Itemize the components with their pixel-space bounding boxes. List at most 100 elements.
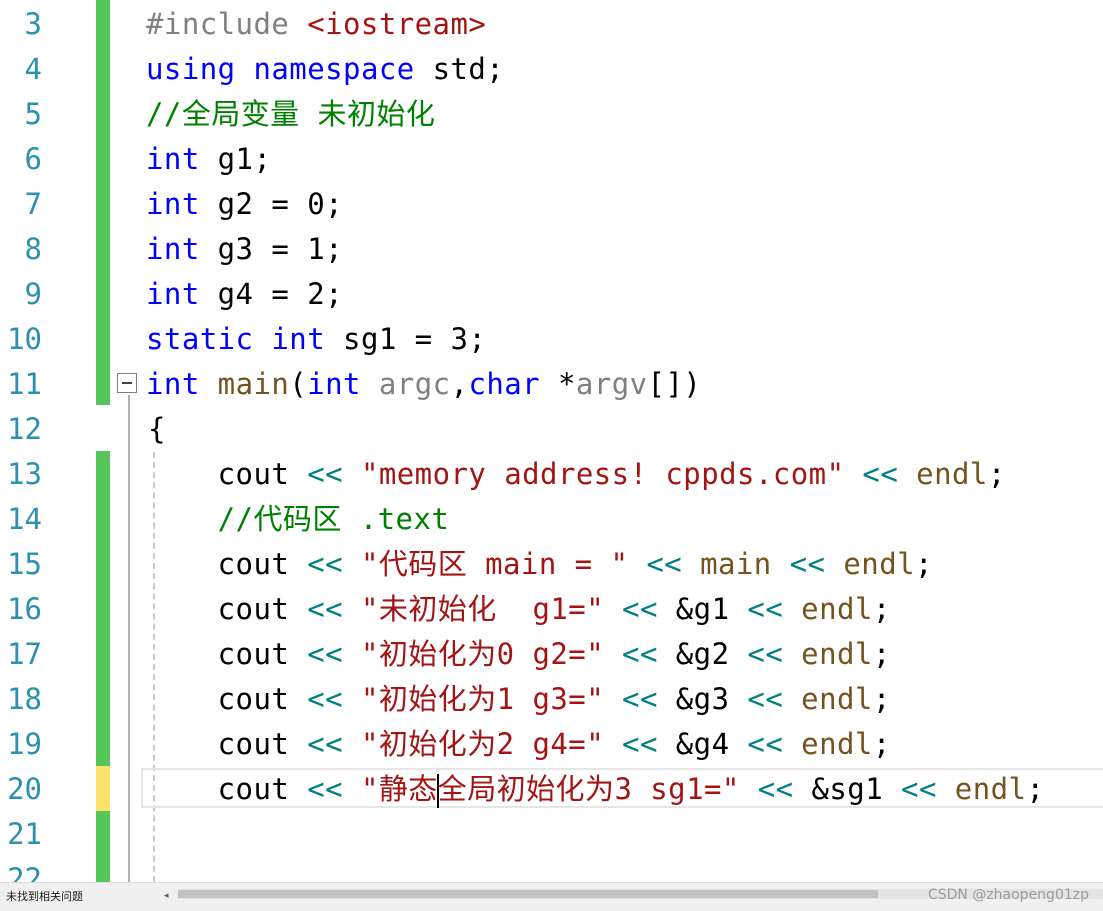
space-token: [343, 727, 361, 761]
keyword-token: char: [468, 367, 541, 401]
operator-token: <<: [307, 637, 344, 671]
comment-token: //全局变量 未初始化: [146, 97, 436, 131]
change-marker-saved: [96, 451, 110, 766]
identifier-token: cout: [146, 547, 308, 581]
line-number: 17: [7, 637, 42, 671]
header-name-token: <iostream>: [307, 7, 487, 41]
keyword-token: int: [146, 187, 200, 221]
identifier-token: g2 = 0;: [199, 187, 344, 221]
code-line-g4[interactable]: int g4 = 2;: [146, 272, 343, 317]
function-name-token: endl: [801, 727, 873, 761]
keyword-token: int: [146, 367, 200, 401]
code-line-g2[interactable]: int g2 = 0;: [146, 182, 343, 227]
identifier-token: cout: [146, 682, 308, 716]
keyword-token: static: [146, 322, 254, 356]
preprocessor-token: #include: [146, 7, 308, 41]
semicolon-token: ;: [872, 592, 891, 626]
line-number: 7: [24, 187, 42, 221]
horizontal-scrollbar-thumb[interactable]: [178, 890, 878, 898]
space-token: [236, 52, 254, 86]
code-line-using[interactable]: using namespace std;: [146, 47, 504, 92]
collapse-toggle-icon[interactable]: [117, 373, 137, 393]
code-line-main[interactable]: int main(int argc,char *argv[]): [146, 362, 701, 407]
code-line-cout-sg1[interactable]: cout << "静态全局初始化为3 sg1=" << &sg1 << endl…: [146, 767, 1044, 812]
line-number: 8: [24, 232, 42, 266]
space-token: [825, 547, 843, 581]
space-token: [343, 682, 361, 716]
string-token: "代码区 main = ": [360, 547, 629, 581]
code-line-cout-g3[interactable]: cout << "初始化为1 g3=" << &g3 << endl;: [146, 677, 891, 722]
keyword-token: int: [307, 367, 361, 401]
operator-token: <<: [622, 682, 658, 716]
parameter-token: argc: [378, 367, 451, 401]
code-line-comment[interactable]: //全局变量 未初始化: [146, 92, 435, 137]
code-line-cout-g2[interactable]: cout << "初始化为0 g2=" << &g2 << endl;: [146, 632, 891, 677]
space-token: [343, 457, 361, 491]
identifier-token: cout: [146, 637, 308, 671]
code-line-cout-memory[interactable]: cout << "memory address! cppds.com" << e…: [146, 452, 1006, 497]
identifier-token: sg1 = 3;: [325, 322, 487, 356]
operator-token: <<: [307, 457, 344, 491]
operator-token: <<: [901, 772, 937, 806]
keyword-token: int: [146, 142, 200, 176]
identifier-token: g1;: [199, 142, 272, 176]
space-token: [200, 367, 218, 401]
code-line-g3[interactable]: int g3 = 1;: [146, 227, 343, 272]
operator-token: <<: [646, 547, 683, 581]
space-token: [682, 547, 700, 581]
string-token: "静态: [360, 772, 438, 806]
operator-token: <<: [862, 457, 899, 491]
code-line-comment-text[interactable]: //代码区 .text: [146, 497, 449, 542]
identifier-token: &g1: [657, 592, 748, 626]
code-line-open-brace[interactable]: {: [148, 407, 166, 452]
code-editor[interactable]: 3 4 5 6 7 8 9 10 11 12 13 14 15 16 17 18…: [0, 0, 1103, 882]
space-token: [361, 367, 379, 401]
space-token: [783, 592, 801, 626]
semicolon-token: ;: [915, 547, 933, 581]
status-bar: 未找到相关问题 ◂ CSDN @zhaopeng01zp: [0, 882, 1103, 911]
operator-token: <<: [622, 592, 658, 626]
space-token: [604, 592, 622, 626]
string-token: "初始化为1 g3=": [360, 682, 605, 716]
code-line-include[interactable]: #include <iostream>: [146, 2, 486, 47]
code-line-sg1[interactable]: static int sg1 = 3;: [146, 317, 486, 362]
watermark: CSDN @zhaopeng01zp: [927, 887, 1089, 903]
operator-token: <<: [307, 547, 344, 581]
space-token: [740, 772, 758, 806]
code-line-g1[interactable]: int g1;: [146, 137, 271, 182]
operator-token: <<: [307, 772, 344, 806]
operator-token: <<: [622, 637, 658, 671]
line-number: 5: [24, 97, 42, 131]
line-number: 9: [24, 277, 42, 311]
scroll-left-arrow-icon[interactable]: ◂: [164, 891, 169, 901]
change-marker-saved: [96, 811, 110, 882]
function-name-token: endl: [843, 547, 916, 581]
semicolon-token: ;: [872, 682, 891, 716]
space-token: [845, 457, 863, 491]
string-token: "memory address! cppds.com": [360, 457, 845, 491]
line-number: 14: [7, 502, 42, 536]
code-line-cout-g1[interactable]: cout << "未初始化 g1=" << &g1 << endl;: [146, 587, 891, 632]
string-token: "初始化为0 g2=": [360, 637, 605, 671]
operator-token: <<: [307, 727, 344, 761]
string-token: "初始化为2 g4=": [360, 727, 605, 761]
line-number: 10: [7, 322, 42, 356]
space-token: [937, 772, 955, 806]
identifier-token: &g2: [657, 637, 748, 671]
operator-token: <<: [622, 727, 658, 761]
space-token: [343, 592, 361, 626]
comma-token: ,: [450, 367, 469, 401]
change-marker-saved: [96, 0, 110, 405]
function-name-token: main: [217, 367, 290, 401]
code-line-cout-main[interactable]: cout << "代码区 main = " << main << endl;: [146, 542, 933, 587]
pointer-token: *: [540, 367, 576, 401]
line-number: 16: [7, 592, 42, 626]
issues-status-text[interactable]: 未找到相关问题: [6, 890, 83, 903]
horizontal-scrollbar[interactable]: [178, 889, 1103, 899]
keyword-token: namespace: [253, 52, 415, 86]
line-number: 11: [7, 367, 42, 401]
line-number: 4: [24, 52, 42, 86]
code-line-cout-g4[interactable]: cout << "初始化为2 g4=" << &g4 << endl;: [146, 722, 891, 767]
current-line-highlight: [141, 768, 1103, 808]
string-token: "未初始化 g1=": [360, 592, 605, 626]
